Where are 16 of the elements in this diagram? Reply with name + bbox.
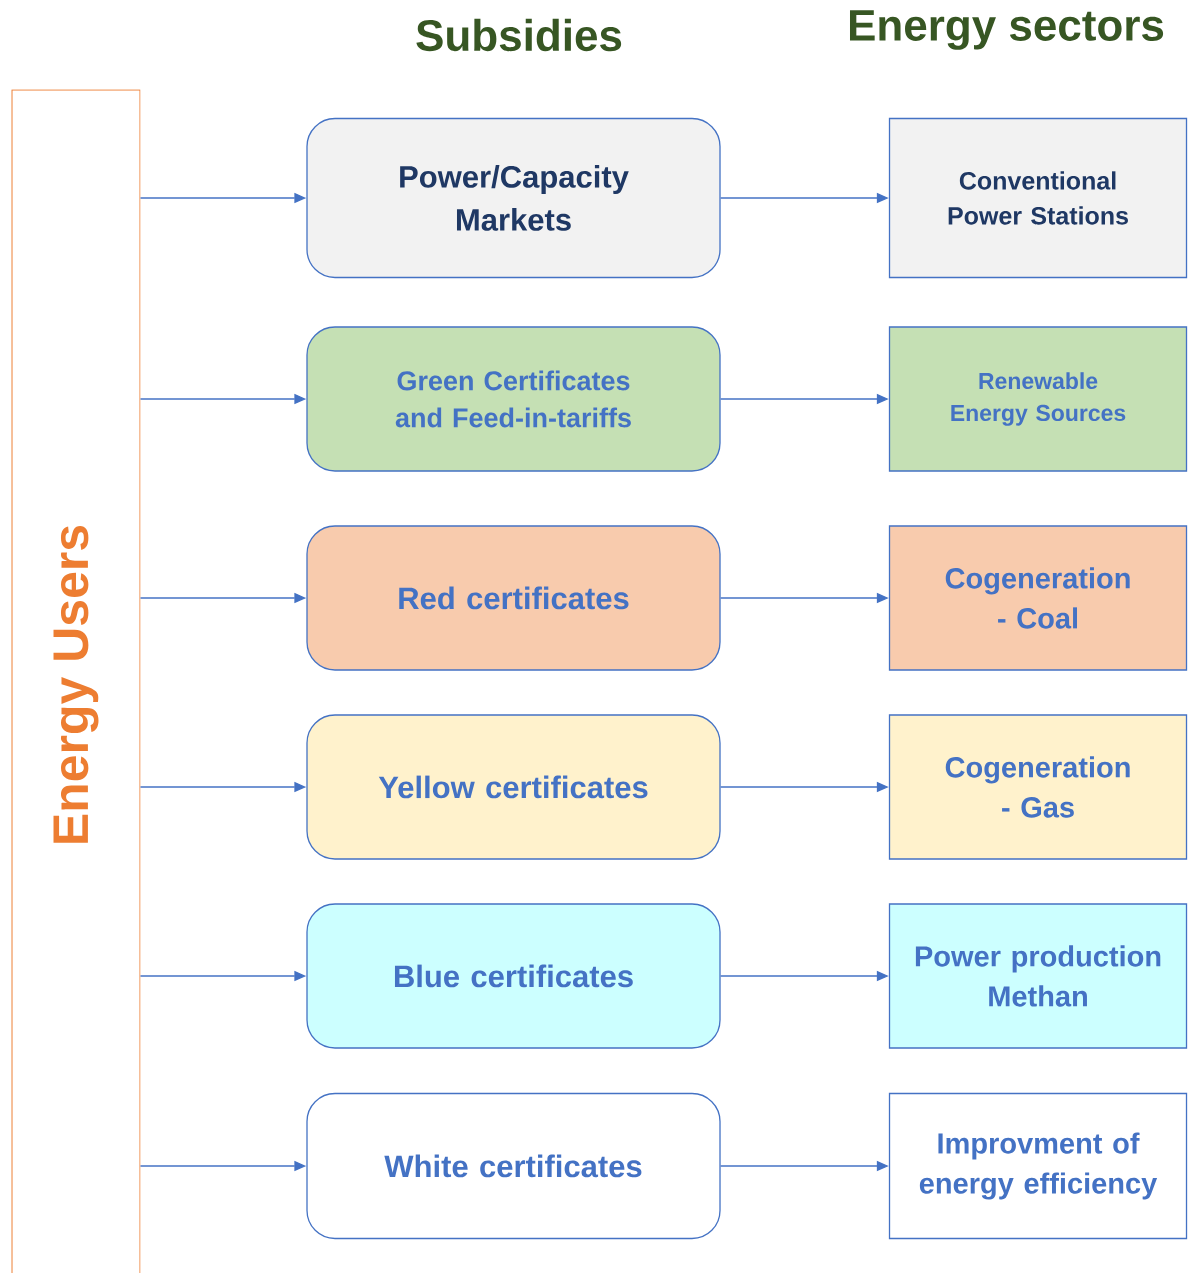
subsidy-box: Power/Capacity Markets — [306, 117, 721, 279]
subsidy-box: Blue certificates — [306, 903, 721, 1049]
sector-box: Renewable Energy Sources — [888, 326, 1188, 472]
column-heading: Energy sectors — [850, 10, 1164, 50]
sector-box: Cogeneration - Coal — [888, 525, 1188, 671]
sector-box: Conventional Power Stations — [888, 117, 1188, 279]
subsidy-box: Yellow certificates — [306, 714, 721, 860]
subsidy-box: Green Certificates and Feed-in-tariffs — [306, 326, 721, 472]
sector-box: Power production Methan — [888, 903, 1188, 1049]
user-column-box — [11, 89, 141, 1273]
subsidy-box: Red certificates — [306, 525, 721, 671]
column-heading: Subsidies — [416, 18, 622, 52]
sector-box: Improvment of energy efficiency — [888, 1092, 1188, 1240]
sector-box: Cogeneration - Gas — [888, 714, 1188, 860]
column-label: Energy Users — [53, 525, 99, 843]
subsidy-box: White certificates — [306, 1092, 721, 1240]
